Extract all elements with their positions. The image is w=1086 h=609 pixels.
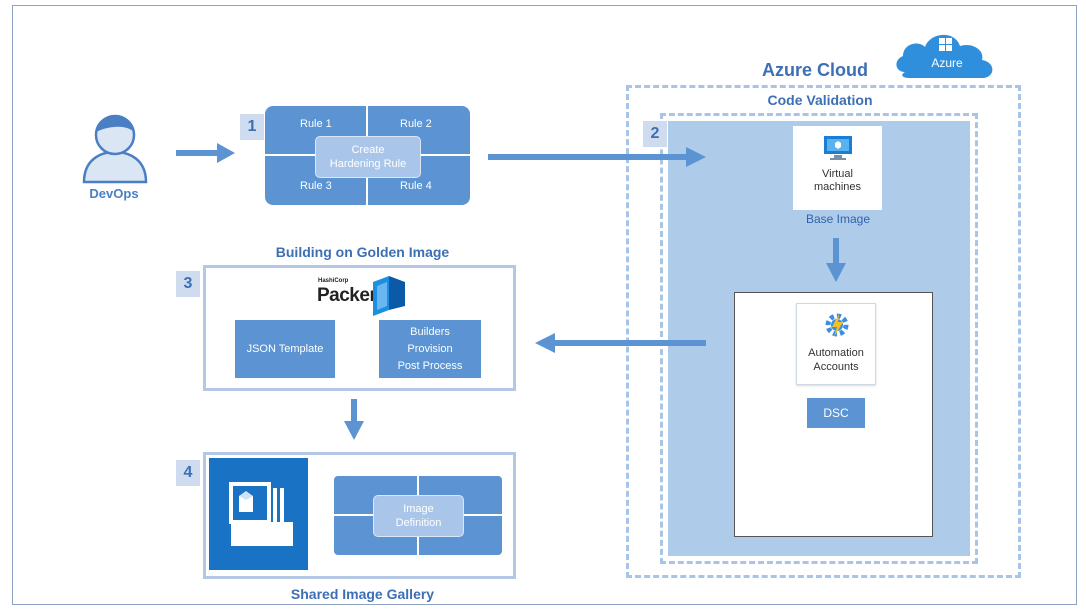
azure-cloud-container — [626, 85, 1021, 578]
image-gallery-icon — [209, 458, 308, 570]
hardening-rules-box: Rule 1 Rule 2 Rule 3 Rule 4 Create Harde… — [265, 106, 470, 205]
virtual-machines-label: Virtual machines — [793, 168, 882, 194]
rule-3-label: Rule 3 — [300, 180, 332, 192]
rule-2-label: Rule 2 — [400, 118, 432, 130]
base-image-label: Base Image — [805, 212, 871, 226]
image-definition-box: Image Definition — [334, 476, 502, 555]
virtual-machines-tile: Virtual machines — [793, 126, 882, 210]
shared-image-gallery-title: Shared Image Gallery — [290, 586, 435, 602]
rule-1-label: Rule 1 — [300, 118, 332, 130]
azure-cloud-label: Azure — [931, 56, 963, 70]
stage-builders: Builders — [410, 325, 450, 338]
automation-accounts-label: Automation Accounts — [797, 346, 875, 374]
image-def-line1: Image — [403, 503, 434, 515]
dsc-box: DSC — [807, 398, 865, 428]
automation-gear-icon — [825, 313, 849, 337]
rule-4-label: Rule 4 — [400, 180, 432, 192]
create-hardening-line2: Hardening Rule — [329, 158, 407, 170]
stage-provision: Provision — [407, 342, 453, 355]
step-number-4: 4 — [176, 460, 200, 486]
json-template-box: JSON Template — [235, 320, 335, 378]
step-number-3: 3 — [176, 271, 200, 297]
devops-label: DevOps — [89, 186, 139, 201]
create-hardening-line1: Create — [351, 144, 385, 156]
automation-label-line2: Accounts — [813, 361, 859, 373]
diagram-frame — [12, 5, 1077, 605]
virtual-machine-icon — [824, 136, 852, 160]
automation-label-line1: Automation — [808, 347, 864, 359]
vm-label-line1: Virtual — [822, 168, 853, 180]
automation-accounts-tile: Automation Accounts — [796, 303, 876, 385]
golden-image-title: Building on Golden Image — [275, 244, 450, 260]
packer-stages-box: Builders Provision Post Process — [379, 320, 481, 378]
image-def-line2: Definition — [395, 517, 442, 529]
packer-logo-small: HashiCorp — [318, 278, 349, 284]
azure-cloud-title: Azure Cloud — [762, 60, 868, 80]
code-validation-title: Code Validation — [767, 92, 873, 108]
image-definition: Image Definition — [373, 495, 464, 537]
step-number-2: 2 — [643, 121, 667, 147]
packer-icon — [373, 276, 405, 316]
step-number-1: 1 — [240, 114, 264, 140]
vm-label-line2: machines — [813, 181, 862, 193]
packer-logo-text: Packer — [317, 285, 377, 306]
stage-post-process: Post Process — [397, 360, 463, 373]
create-hardening-rule: Create Hardening Rule — [315, 136, 421, 178]
code-validation-container — [660, 113, 978, 564]
packer-logo: HashiCorp Packer — [315, 276, 407, 316]
